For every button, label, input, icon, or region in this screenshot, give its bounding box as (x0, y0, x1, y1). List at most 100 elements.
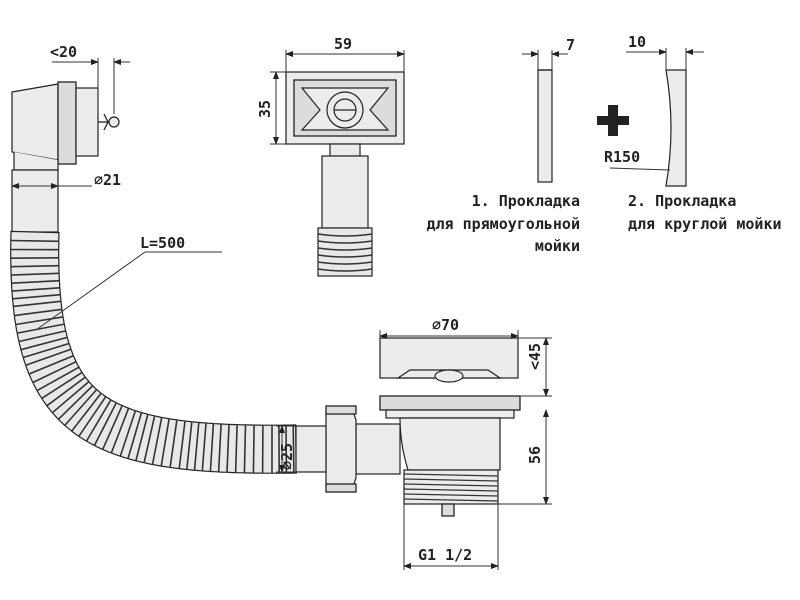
grille-hose-rib (317, 268, 373, 272)
hose-rib (71, 392, 102, 432)
hose-rib (46, 376, 86, 407)
dim-body-height: 56 (498, 409, 552, 505)
hose-rib (18, 330, 66, 343)
hose-rib (292, 424, 295, 474)
hose-rib (101, 405, 123, 450)
overflow-depth-label: <20 (50, 43, 77, 61)
hose-rib (64, 388, 98, 426)
hose-rib (10, 239, 59, 243)
grille-hose-rib (317, 247, 373, 251)
overflow-grille (285, 71, 405, 229)
hose-rib (160, 418, 170, 467)
hose-rib (209, 423, 215, 472)
hose-rib (193, 422, 200, 471)
outlet-diameter-label: ∅25 (278, 443, 296, 470)
dim-grille-height: 35 (256, 71, 286, 145)
corrugated-hose (10, 230, 297, 474)
hose-rib (217, 423, 222, 472)
thread-line (403, 493, 499, 497)
hose-rib (12, 293, 61, 300)
hose-rib (28, 354, 74, 375)
hose-rib (51, 380, 90, 414)
hose-rib (127, 412, 143, 459)
hose-rib (234, 424, 238, 473)
dim-grille-width: 59 (285, 35, 405, 72)
dim-hose-length: L=500 (35, 234, 222, 331)
caption-gasket2-line1: 2. Прокладка (628, 192, 736, 210)
outlet-pipe (295, 425, 327, 473)
thread-line (403, 473, 499, 477)
hose-rib (22, 342, 70, 359)
hose-rib (41, 371, 83, 400)
hose-rib (226, 424, 230, 473)
gasket-rectangular (537, 69, 553, 183)
hose-rib (178, 420, 186, 469)
dim-overflow-depth: <20 (50, 43, 130, 114)
grille-hose-rib (317, 254, 373, 258)
overflow-pipe (11, 169, 59, 233)
hose-rib (135, 414, 149, 461)
dim-overflow-diameter: ∅21 (11, 171, 121, 189)
caption-gasket1-line3: мойки (535, 237, 580, 255)
thread-line (403, 488, 499, 492)
thread-line (403, 483, 499, 487)
hose-rib (78, 396, 107, 437)
gasket2-thickness-label: 10 (628, 33, 646, 51)
hose-rib (32, 360, 77, 384)
hose-rib (11, 272, 60, 276)
thread-line (403, 478, 499, 482)
hose-rib (201, 422, 207, 471)
dim-flange-height: <45 (518, 337, 552, 397)
dim-thread: G1 1/2 (403, 504, 499, 570)
hose-rib (17, 323, 65, 334)
grille-hose-rib (317, 233, 373, 237)
hose-rib (169, 419, 178, 468)
hose-rib (186, 421, 193, 470)
gasket-round (665, 69, 687, 187)
overflow-diameter-label: ∅21 (94, 171, 121, 189)
hose-rib (11, 279, 60, 284)
hose-rib (11, 287, 60, 292)
grille-hose-rib (317, 261, 373, 265)
hose-rib (57, 385, 94, 420)
hose-rib (36, 366, 80, 392)
grille-hose-rib (317, 240, 373, 244)
overflow-head (11, 81, 120, 171)
hose-rib (10, 264, 59, 268)
hose-rib (93, 402, 118, 446)
hose-rib (110, 407, 130, 454)
grille-width-label: 59 (334, 35, 352, 53)
hose-length-label: L=500 (140, 234, 185, 252)
gasket2-radius-label: R150 (604, 148, 640, 166)
dim-gasket1-thickness: 7 (522, 36, 575, 70)
dim-outlet-diameter: ∅25 (276, 425, 296, 473)
dim-gasket2-radius: R150 (604, 148, 671, 171)
thread-label: G1 1/2 (418, 546, 472, 564)
hose-rib (252, 425, 255, 474)
hose-rib (243, 424, 247, 473)
flange-height-label: <45 (526, 343, 544, 370)
hose-rib (143, 415, 156, 463)
hose-rib (119, 410, 137, 457)
body-height-label: 56 (526, 446, 544, 464)
hose-rib (14, 308, 63, 317)
strainer-diameter-label: ∅70 (432, 316, 459, 334)
caption-gasket2: 2. Прокладка для круглой мойки (628, 192, 782, 233)
thread-line (403, 498, 499, 502)
grille-height-label: 35 (256, 100, 274, 118)
dim-strainer-diameter: ∅70 (379, 316, 519, 339)
drain-assembly (325, 337, 521, 517)
caption-gasket1: 1. Прокладка для прямоугольной мойки (426, 192, 580, 255)
caption-gasket1-line2: для прямоугольной (426, 215, 580, 233)
dim-gasket2-thickness: 10 (626, 33, 704, 70)
hose-rib (13, 300, 62, 308)
grille-hose-stub (317, 227, 373, 277)
hose-rib (15, 316, 64, 326)
hose-rib (25, 348, 72, 366)
gasket1-thickness-label: 7 (566, 36, 575, 54)
hose-rib (20, 336, 68, 351)
hose-rib (151, 417, 163, 465)
hose-rib (85, 399, 112, 442)
thread-lines (403, 473, 499, 502)
